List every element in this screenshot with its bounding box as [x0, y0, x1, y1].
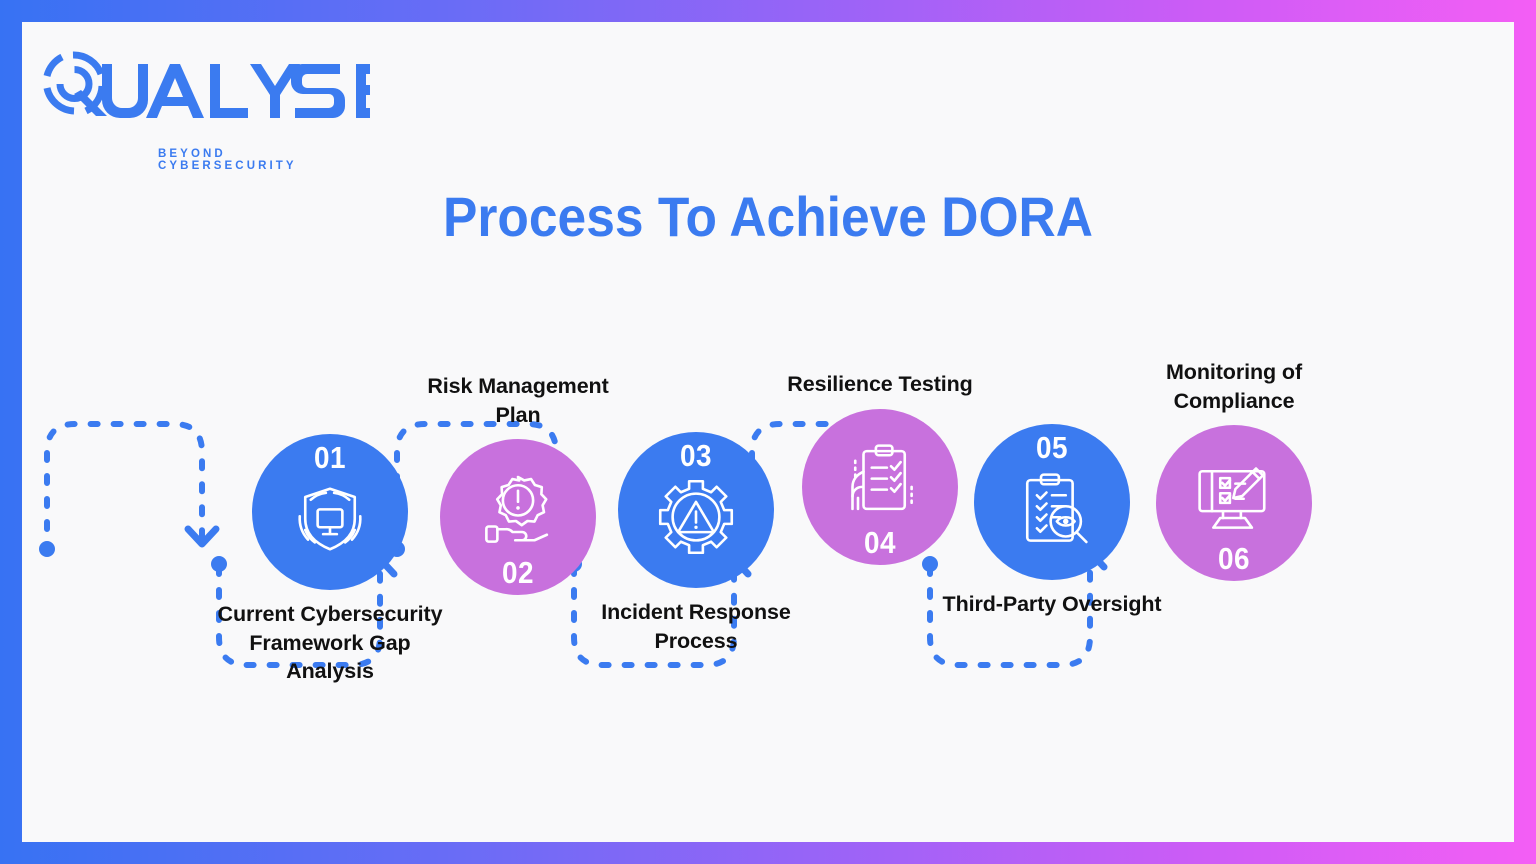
logo-tagline: BEYOND CYBERSECURITY	[158, 148, 297, 172]
shield-monitor-icon	[298, 487, 362, 551]
step-6-circle[interactable]: 06	[1156, 425, 1312, 582]
step-4-label: Resilience Testing	[787, 372, 973, 396]
logo-mark-icon	[43, 51, 370, 118]
step-5-circle[interactable]: 05	[974, 424, 1130, 580]
logo-wordmark	[102, 64, 370, 118]
step-3-circle[interactable]: 03	[618, 432, 774, 588]
step-2-circle[interactable]: 02	[440, 439, 596, 596]
monitor-checklist-pencil-icon	[1198, 467, 1266, 530]
gear-warning-triangle-icon	[658, 479, 734, 555]
process-step-2[interactable]: Risk Management Plan 02	[398, 372, 638, 596]
step-5-label: Third-Party Oversight	[942, 592, 1162, 616]
infographic-card: BEYOND CYBERSECURITY Process To Achieve …	[22, 22, 1514, 842]
connector-1-2	[44, 421, 205, 555]
process-step-4[interactable]: Resilience Testing	[760, 370, 1000, 565]
hand-clipboard-checklist-icon	[851, 443, 913, 510]
step-3-label: Incident Response Process	[601, 600, 791, 653]
step-5-number: 05	[1036, 430, 1068, 465]
step-4-circle[interactable]: 04	[802, 408, 958, 565]
step-6-label: Monitoring of Compliance	[1165, 360, 1302, 413]
step-2-label: Risk Management Plan	[427, 374, 609, 427]
step-3-number: 03	[680, 438, 712, 473]
step-6-number: 06	[1218, 541, 1250, 577]
step-1-label: Current Cybersecurity Framework Gap Anal…	[217, 602, 443, 684]
process-step-6[interactable]: Monitoring of Compliance	[1114, 358, 1354, 582]
step-2-number: 02	[502, 555, 534, 591]
hand-gear-alert-icon	[485, 475, 549, 544]
process-step-1[interactable]: 01	[210, 434, 450, 686]
qualysec-logo: BEYOND CYBERSECURITY	[40, 42, 370, 172]
process-flow-diagram: 01	[22, 352, 1514, 752]
step-1-circle[interactable]: 01	[252, 434, 408, 590]
step-4-number: 04	[864, 524, 896, 560]
clipboard-magnifier-eye-icon	[1025, 473, 1088, 544]
page-title: Process To Achieve DORA	[443, 185, 1093, 248]
process-step-5[interactable]: 05	[932, 424, 1172, 619]
connector-dot-1	[39, 541, 55, 557]
logo-q-tail	[74, 90, 107, 116]
step-1-number: 01	[314, 440, 346, 475]
process-step-3[interactable]: 03 Incident Response Process	[576, 432, 816, 655]
